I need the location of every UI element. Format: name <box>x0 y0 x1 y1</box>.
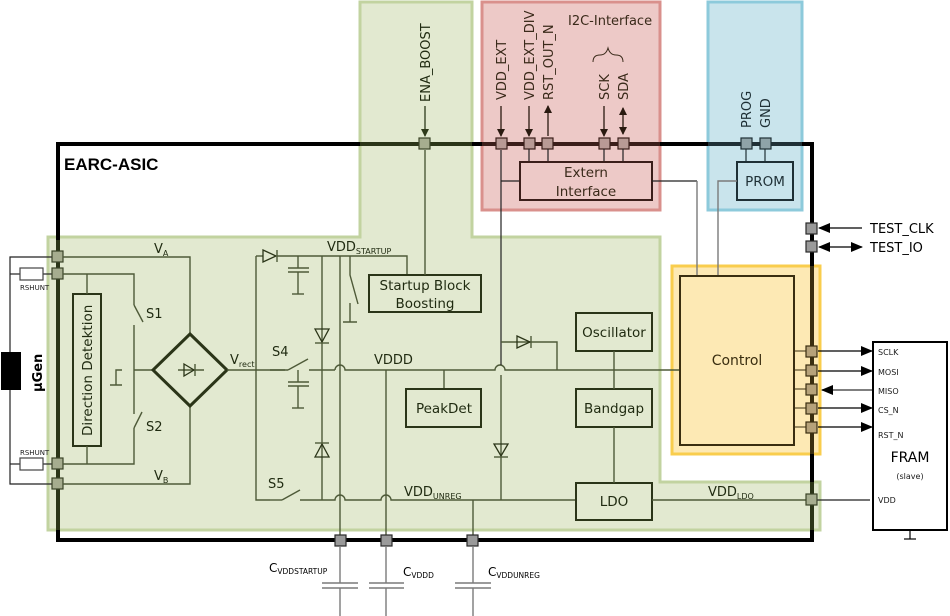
pad-c-vddunreg <box>466 534 479 547</box>
pad-c-vddstartup <box>334 534 347 547</box>
test-clk-label: TEST_CLK <box>869 222 934 237</box>
net-vddd: VDDD <box>374 353 413 368</box>
rshunt-top <box>19 267 44 281</box>
fram-pin-cs-n: CS_N <box>878 406 899 415</box>
pin-sda: SDA <box>617 73 632 100</box>
startup-block: Startup Block Boosting <box>368 274 482 313</box>
fram-pin-rst-n: RST_N <box>878 431 904 440</box>
pad-prog <box>740 137 753 150</box>
peakdet-block: PeakDet <box>405 388 482 428</box>
svg-text:Bandgap: Bandgap <box>584 401 644 417</box>
pad-sclk <box>805 345 818 358</box>
svg-text:PROM: PROM <box>745 174 785 190</box>
pad-vdd-ext <box>495 137 508 150</box>
fram-subtitle: (slave) <box>896 472 923 481</box>
svg-text:Boosting: Boosting <box>396 296 455 312</box>
switch-s5-label: S5 <box>268 477 285 492</box>
chip-title: EARC-ASIC <box>64 155 158 174</box>
pad-shunt-b <box>51 457 64 470</box>
switch-s2-label: S2 <box>146 420 163 435</box>
switch-s1-label: S1 <box>146 307 163 322</box>
external-caps <box>322 546 491 616</box>
pad-mosi <box>805 364 818 377</box>
fram-pin-mosi: MOSI <box>878 368 899 377</box>
control-block: Control <box>679 275 795 446</box>
net-vb: VB <box>154 469 168 485</box>
pad-miso <box>805 383 818 396</box>
fram-pin-vdd: VDD <box>878 496 896 505</box>
svg-text:PeakDet: PeakDet <box>416 401 472 417</box>
rshunt-bottom <box>19 457 44 471</box>
rshunt-bottom-label: RSHUNT <box>20 449 50 457</box>
pad-shunt-a <box>51 267 64 280</box>
switch-s4-label: S4 <box>272 345 289 360</box>
svg-text:Control: Control <box>712 353 763 369</box>
pad-test-clk <box>805 222 818 235</box>
svg-text:Extern: Extern <box>564 165 608 181</box>
pin-vdd-ext-div: VDD_EXT_DIV <box>523 10 538 100</box>
svg-text:Direction Detektion: Direction Detektion <box>80 305 96 436</box>
cap-vddstartup-label: CVDDSTARTUP <box>269 561 328 576</box>
pad-gnd <box>759 137 772 150</box>
i2c-pins: VDD_EXT VDD_EXT_DIV RST_OUT_N SCK SDA <box>495 10 632 150</box>
analog-region <box>46 0 822 532</box>
pad-vdd-ext-div <box>523 137 536 150</box>
pad-vdd-ldo <box>805 493 818 506</box>
pin-rst-out-n: RST_OUT_N <box>542 24 557 100</box>
rectifier-bridge <box>150 331 230 409</box>
pad-vb <box>51 477 64 490</box>
generator-circuit: RSHUNT RSHUNT µGen <box>1 256 52 485</box>
cap-vddunreg-label: CVDDUNREG <box>488 565 540 580</box>
fram-chip: SCLK MOSI MISO CS_N RST_N FRAM (slave) V… <box>872 341 948 540</box>
pad-sck <box>598 137 611 150</box>
pad-test-io <box>805 240 818 253</box>
svg-text:LDO: LDO <box>600 494 629 510</box>
net-vdd-unreg: VDDUNREG <box>404 485 462 501</box>
svg-text:Oscillator: Oscillator <box>582 325 646 341</box>
net-vrect: Vrect <box>230 353 254 369</box>
pad-rst-n <box>805 421 818 434</box>
pad-sda <box>617 137 630 150</box>
pin-prog: PROG <box>740 91 755 128</box>
fram-pin-sclk: SCLK <box>878 348 899 357</box>
fram-pin-miso: MISO <box>878 387 899 396</box>
svg-text:Startup Block: Startup Block <box>380 278 471 294</box>
generator-label: µGen <box>31 354 46 392</box>
rshunt-top-label: RSHUNT <box>20 284 50 292</box>
test-io-label: TEST_IO <box>869 241 923 256</box>
pin-sck: SCK <box>598 74 613 100</box>
pin-gnd: GND <box>759 98 774 128</box>
net-vdd-ldo: VDDLDO <box>708 485 754 501</box>
generator-icon <box>1 352 21 390</box>
control-spi-pads <box>794 345 818 434</box>
i2c-region-label: I2C-Interface <box>568 14 652 29</box>
pad-va <box>51 250 64 263</box>
i2c-region <box>480 0 662 212</box>
control-region <box>670 264 822 456</box>
pin-ena-boost: ENA_BOOST <box>419 23 434 102</box>
net-vdd-startup: VDDSTARTUP <box>327 240 391 256</box>
prom-region <box>706 0 804 212</box>
pad-rst-out-n <box>541 137 554 150</box>
pin-vdd-ext: VDD_EXT <box>495 40 510 100</box>
pad-c-vddd <box>380 534 393 547</box>
net-va: VA <box>154 242 169 258</box>
fram-title: FRAM <box>891 450 930 466</box>
svg-text:Interface: Interface <box>556 184 616 200</box>
cap-vddd-label: CVDDD <box>403 565 434 580</box>
pad-cs-n <box>805 402 818 415</box>
pad-ena-boost <box>418 137 431 150</box>
